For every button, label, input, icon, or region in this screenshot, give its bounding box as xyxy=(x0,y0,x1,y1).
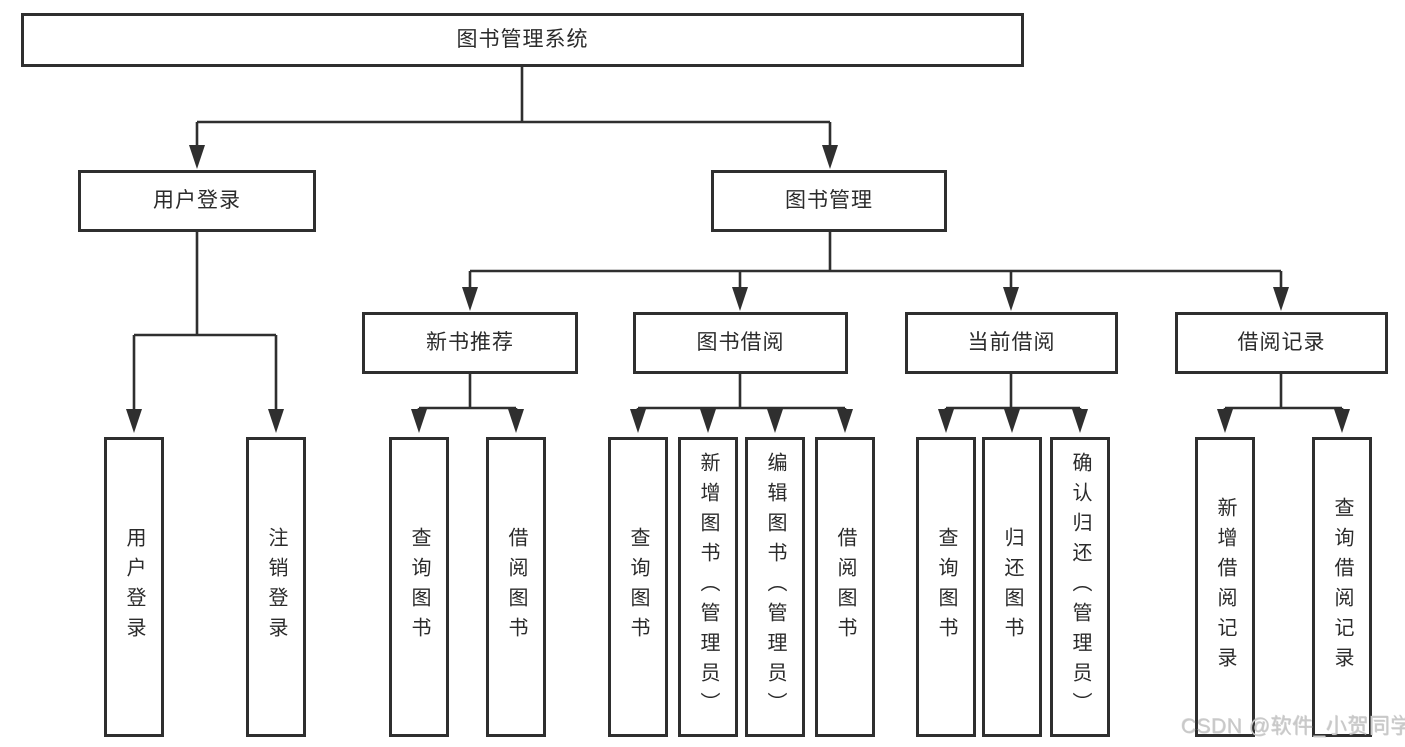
node-label: 新书推荐 xyxy=(426,331,514,355)
node-label: 确认归还（管理员） xyxy=(1069,452,1091,722)
node-label: 归还图书 xyxy=(1001,527,1023,647)
leaf-logout: 注销登录 xyxy=(246,437,306,737)
node-label: 借阅记录 xyxy=(1237,331,1326,355)
leaf-recommend-borrow-books: 借阅图书 xyxy=(486,437,546,737)
node-label: 借阅图书 xyxy=(505,527,527,647)
node-library-management-system: 图书管理系统 xyxy=(21,13,1024,67)
csdn-watermark: CSDN @软件_小贺同学 xyxy=(1181,715,1405,738)
node-label: 查询图书 xyxy=(627,527,649,647)
node-label: 图书管理系统 xyxy=(456,28,589,52)
connector-bookmgmt-to-level3 xyxy=(462,232,1289,311)
leaf-borrowing-borrow-books: 借阅图书 xyxy=(815,437,875,737)
node-borrowing-records: 借阅记录 xyxy=(1175,312,1388,374)
connector-currentborrow-to-leaves xyxy=(938,373,1088,433)
node-label: 注销登录 xyxy=(265,527,287,647)
leaf-records-add-record: 新增借阅记录 xyxy=(1195,437,1255,737)
node-label: 借阅图书 xyxy=(834,527,856,647)
node-book-borrowing: 图书借阅 xyxy=(633,312,848,374)
node-label: 查询借阅记录 xyxy=(1331,497,1353,677)
node-user-login: 用户登录 xyxy=(78,170,316,232)
node-label: 新增借阅记录 xyxy=(1214,497,1236,677)
node-label: 当前借阅 xyxy=(967,331,1056,355)
connector-records-to-leaves xyxy=(1217,373,1350,433)
leaf-records-query-record: 查询借阅记录 xyxy=(1312,437,1372,737)
leaf-borrowing-edit-books-admin: 编辑图书（管理员） xyxy=(745,437,805,737)
connector-userlogin-to-leaves xyxy=(126,232,284,433)
connector-borrowing-to-leaves xyxy=(630,373,853,433)
node-current-borrowing: 当前借阅 xyxy=(905,312,1118,374)
leaf-current-query-books: 查询图书 xyxy=(916,437,976,737)
node-label: 编辑图书（管理员） xyxy=(764,452,786,722)
leaf-borrowing-add-books-admin: 新增图书（管理员） xyxy=(678,437,738,737)
node-label: 图书借阅 xyxy=(696,331,785,355)
node-label: 新增图书（管理员） xyxy=(697,452,719,722)
leaf-user-login: 用户登录 xyxy=(104,437,164,737)
leaf-current-return-books: 归还图书 xyxy=(982,437,1042,737)
node-label: 查询图书 xyxy=(408,527,430,647)
connector-root-to-level2 xyxy=(189,67,838,169)
node-new-book-recommendation: 新书推荐 xyxy=(362,312,578,374)
node-label: 查询图书 xyxy=(935,527,957,647)
node-label: 用户登录 xyxy=(153,189,241,213)
node-label: 用户登录 xyxy=(123,527,145,647)
connector-newbook-to-leaves xyxy=(411,373,524,433)
leaf-recommend-query-books: 查询图书 xyxy=(389,437,449,737)
leaf-current-confirm-return-admin: 确认归还（管理员） xyxy=(1050,437,1110,737)
node-book-management: 图书管理 xyxy=(711,170,947,232)
node-label: 图书管理 xyxy=(785,189,873,213)
leaf-borrowing-query-books: 查询图书 xyxy=(608,437,668,737)
